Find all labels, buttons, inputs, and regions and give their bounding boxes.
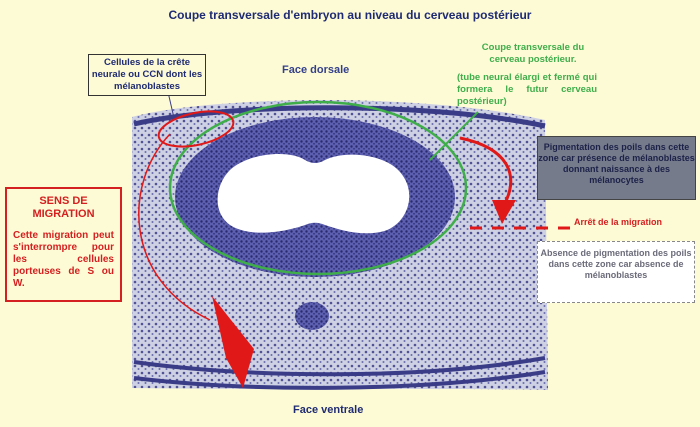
ccn-pointer-line — [167, 91, 175, 119]
green-desc-label: (tube neural élargi et fermé qui formera… — [457, 72, 597, 107]
ccn-label: Cellules de la crête neurale ou CCN dont… — [91, 57, 203, 92]
dorsal-epidermis — [133, 105, 546, 129]
face-ventrale-label: Face ventrale — [293, 404, 364, 416]
pigmentation-text: Pigmentation des poils dans cette zone c… — [538, 142, 695, 185]
migration-arrowhead-right — [492, 200, 516, 224]
absence-box: Absence de pigmentation des poils dans c… — [537, 241, 695, 303]
neural-tube-outline — [168, 100, 468, 276]
green-pointer-line — [429, 111, 479, 161]
page-title: Coupe transversale d'embryon au niveau d… — [168, 8, 532, 22]
sens-migration-title: SENS DE MIGRATION — [32, 195, 95, 220]
notochord — [295, 302, 329, 330]
migration-arc-right — [459, 136, 513, 206]
sens-migration-box: SENS DE MIGRATION Cette migration peut s… — [5, 187, 122, 302]
absence-text: Absence de pigmentation des poils dans c… — [540, 248, 692, 280]
arret-label: Arrêt de la migration — [574, 217, 663, 227]
ccn-ellipse — [157, 110, 235, 148]
face-dorsale-label: Face dorsale — [282, 64, 350, 76]
migration-arrowhead-left — [212, 296, 254, 388]
green-title-label: Coupe transversale du cerveau postérieur… — [481, 42, 585, 65]
neural-tube-lumen — [217, 154, 410, 234]
sens-migration-text: Cette migration peut s'interrompre pour … — [13, 230, 114, 289]
migration-arc-left — [138, 133, 211, 321]
ccn-label-box: Cellules de la crête neurale ou CCN dont… — [88, 54, 206, 96]
ventral-epithelium — [133, 356, 546, 377]
pigmentation-box: Pigmentation des poils dans cette zone c… — [537, 136, 696, 200]
